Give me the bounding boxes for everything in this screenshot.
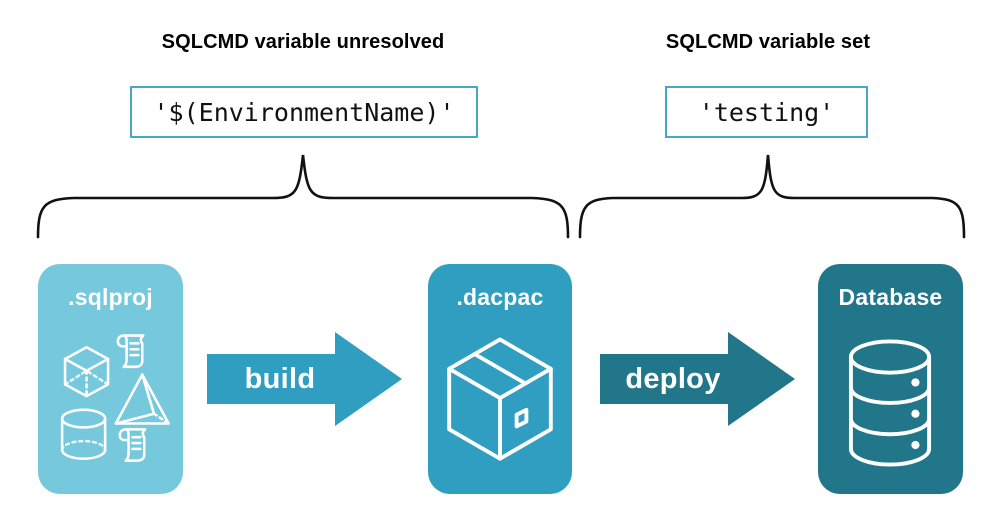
arrow-build: build [207, 332, 402, 426]
header-label-left: SQLCMD variable unresolved [161, 31, 445, 53]
script-scroll-icon [118, 428, 147, 462]
arrow-deploy: deploy [600, 332, 795, 426]
node-dacpac-title: .dacpac [456, 284, 544, 310]
script-scroll-icon [116, 334, 145, 369]
node-sqlproj-artwork [38, 316, 183, 488]
arrow-build-shape [207, 332, 402, 426]
code-value-box-unresolved: '$(EnvironmentName)' [130, 86, 478, 138]
node-database-title: Database [838, 284, 943, 310]
brace-right-icon [578, 154, 966, 239]
node-database-artwork [818, 316, 963, 488]
cube-wireframe-icon [63, 346, 110, 398]
arrow-deploy-shape [600, 332, 795, 426]
node-sqlproj[interactable]: .sqlproj [38, 264, 183, 494]
cylinder-wireframe-icon [60, 408, 107, 460]
node-database[interactable]: Database [818, 264, 963, 494]
arrow-build-label: build [244, 362, 316, 395]
header-label-right: SQLCMD variable set [665, 31, 871, 53]
arrow-deploy-label: deploy [625, 362, 721, 395]
package-box-icon [447, 337, 553, 461]
node-sqlproj-title: .sqlproj [68, 284, 153, 310]
node-dacpac-artwork [428, 316, 572, 488]
code-value-box-set: 'testing' [665, 86, 868, 138]
node-dacpac[interactable]: .dacpac [428, 264, 572, 494]
brace-left-icon [36, 154, 570, 239]
database-cylinder-icon [848, 339, 932, 467]
pyramid-wireframe-icon [114, 373, 170, 425]
